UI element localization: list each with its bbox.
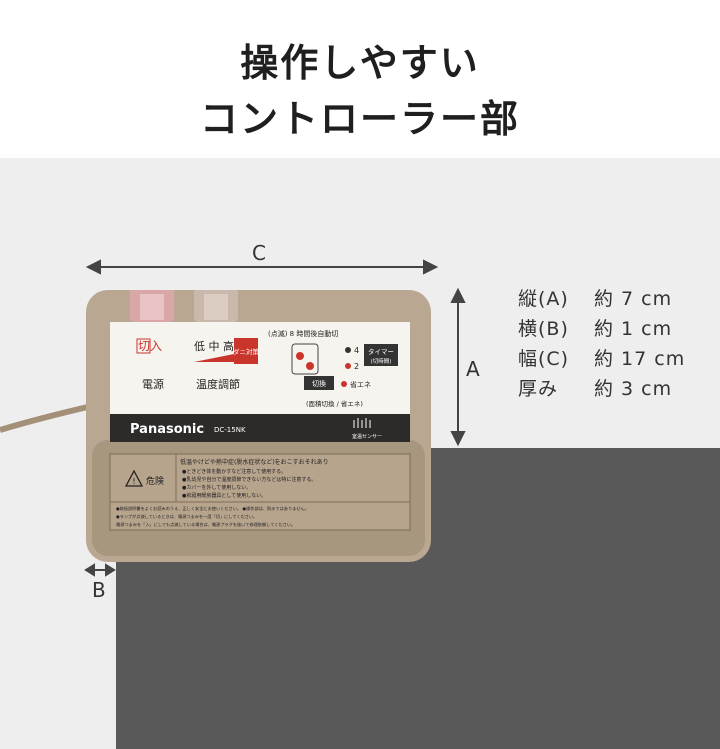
indicator-4-label: 4 [354,346,359,355]
arrow-b-left-head [84,563,95,577]
spec-value: 約 3 cm [594,378,673,400]
eco-label: 省エネ [350,380,371,389]
spec-label: 縦(A) [518,288,569,310]
spec-value: 約 1 cm [594,318,673,340]
temperature-caption: 温度調節 [196,377,240,391]
spec-row: 幅(C) 約 17 cm [518,344,685,371]
warning-label [109,453,411,531]
temperature-knob-grip [204,294,228,320]
spec-value: 約 7 cm [594,288,673,310]
spec-row: 横(B) 約 1 cm [518,314,672,341]
spec-label: 横(B) [518,318,569,340]
eco-lamp-icon [341,381,347,387]
dimension-c-label: C [252,241,266,265]
controller-device: ! 切入 電源 低 中 高 ダニ対策 温度調節 (点滅) 8 時間後自動切 4 … [86,290,431,562]
title-line-1: 操作しやすい [240,41,480,85]
arrow-b-right-head [105,563,116,577]
indicator-lamp-icon [345,347,351,353]
spec-row: 縦(A) 約 7 cm [518,284,672,311]
power-knob-grip [140,294,164,320]
model-number: DC-15NK [214,426,246,434]
warning-line: ●ときどき体を動かすなど注意して使用する。 [182,468,286,475]
warning-triangle-icon [124,469,144,487]
warning-title: 低温やけどや熱中症(脱水症状など)をおこすおそれあり [180,458,329,466]
spec-row: 厚み 約 3 cm [518,374,672,401]
mode-caption: (面積切換 / 省エネ) [306,399,363,408]
timer-button[interactable] [364,344,398,366]
arrow-a-bottom-head [450,431,466,447]
dani-badge [234,338,258,364]
indicator-lamp-icon [345,363,351,369]
temperature-ramp-icon [194,354,234,362]
footer-line: 電源つまみを「入」にしても点滅している場合は、電源プラグを抜いて修理依頼してくだ… [116,521,295,528]
switch-button[interactable] [304,376,334,390]
timer-button-sub: (切時間) [371,357,392,365]
spec-value: 約 17 cm [594,348,686,370]
switch-button-label: 切換 [312,379,326,388]
spec-label: 幅(C) [518,348,570,370]
timer-note: (点滅) 8 時間後自動切 [268,329,338,338]
indicator-2-label: 2 [354,362,359,371]
dani-label: ダニ対策 [233,347,260,356]
spec-label: 厚み [518,378,559,400]
warning-line: ●就寝用暖房器具として使用しない。 [182,492,266,499]
warning-line: ●乳幼児や自分で温度調節できない方などは特に注意する。 [182,476,316,483]
title-line-2: コントローラー部 [199,97,520,141]
sensor-label: 室温センサー [352,433,382,440]
svg-text:!: ! [132,477,135,486]
arrow-c-right-head [423,259,439,275]
timer-button-label: タイマー [368,347,394,356]
danger-label: 危険 [146,475,164,487]
indicator-lamp-icon [306,362,314,370]
arrow-c-left-head [85,259,101,275]
footer-line: ●取扱説明書をよくお読みのうえ、正しく安全にお使いください。 ●操作部は、防水で… [116,505,309,512]
warning-line: ●カバーを外して使用しない。 [182,484,251,491]
brand-logo: Panasonic [130,422,204,437]
control-panel [110,322,410,414]
dimension-b-label: B [92,578,106,602]
footer-line: ●ランプが点滅しているときは、電源つまみを一度「切」にしてください。 [116,513,257,520]
power-caption: 電源 [142,377,164,391]
brand-band [110,414,410,442]
sensor-icon [353,418,371,428]
indicator-lamp-icon [296,352,304,360]
arrow-a-top-head [450,287,466,303]
area-indicator-frame [291,343,319,375]
temperature-levels: 低 中 高 [194,339,234,353]
power-cord [0,403,93,433]
dimension-a-label: A [466,357,480,381]
